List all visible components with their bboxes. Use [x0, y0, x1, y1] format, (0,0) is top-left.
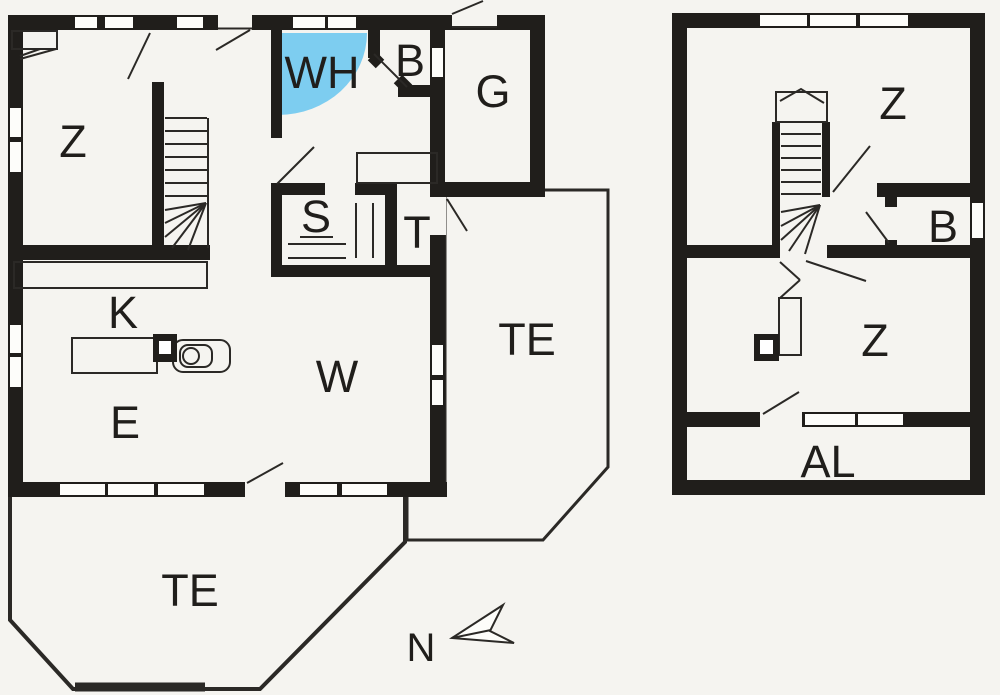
upper-door-gaps [760, 411, 802, 428]
room-label-k: K [108, 287, 138, 338]
stove-block [153, 334, 177, 362]
room-label-s: S [301, 191, 331, 242]
compass-north-label: N [407, 626, 436, 670]
whirlpool-highlight-wedge [278, 33, 367, 115]
room-label-wh: WH [285, 47, 360, 98]
compass: N [407, 602, 515, 670]
room-label-e: E [110, 397, 140, 448]
room-label-z-ground: Z [59, 116, 87, 167]
closet-z [11, 30, 58, 60]
closet-upper [778, 261, 802, 356]
ground-door-gaps [218, 14, 497, 498]
stair-direction-arrow [779, 87, 825, 104]
door-swings-upper [762, 145, 890, 415]
door-swings-ground [127, 0, 497, 484]
room-label-z-lower: Z [861, 315, 889, 366]
closet-hall [356, 152, 438, 184]
terraces [8, 188, 610, 692]
chimney-block [754, 334, 779, 361]
ground-windows [10, 17, 443, 495]
upper-windows [760, 15, 983, 425]
sink-basin [182, 347, 200, 365]
room-label-b-ground: B [395, 35, 425, 86]
sauna-fittings [288, 203, 374, 259]
upper-floor-plan: Z B Z AL [672, 13, 985, 495]
room-label-al: AL [800, 436, 855, 487]
room-label-t: T [403, 207, 431, 258]
room-label-g: G [475, 66, 510, 117]
ground-floor-plan: Z WH B G S T K E W TE TE [8, 0, 610, 692]
room-label-te-side: TE [498, 314, 556, 365]
staircase-ground [164, 117, 209, 251]
room-label-w: W [316, 351, 359, 402]
staircase-upper [775, 87, 828, 255]
room-label-z-top: Z [879, 78, 907, 129]
room-label-b-upper: B [928, 201, 958, 252]
upper-linework [762, 87, 890, 415]
room-label-te-bottom: TE [161, 565, 219, 616]
